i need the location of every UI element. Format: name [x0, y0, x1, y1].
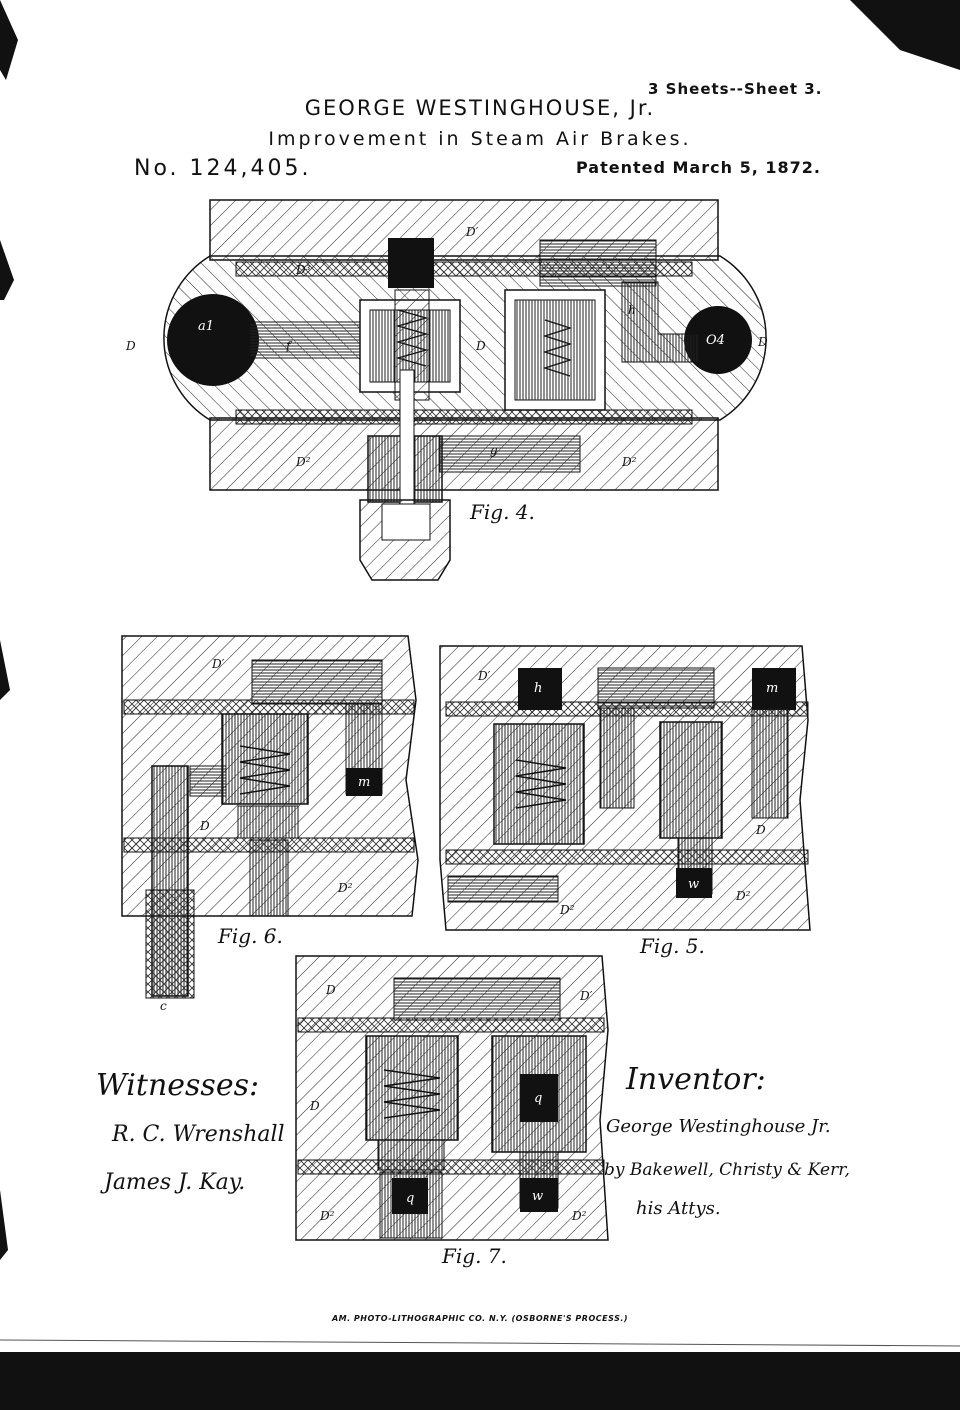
- svg-text:D: D: [757, 335, 768, 349]
- patent-date: Patented March 5, 1872.: [576, 158, 821, 177]
- figure-6-drawing: D′ D D² m c: [121, 635, 419, 1013]
- attorneys-title: his Attys.: [636, 1198, 721, 1219]
- svg-text:D: D: [755, 823, 766, 837]
- patent-title: Improvement in Steam Air Brakes.: [268, 128, 692, 150]
- figure-7-label: Fig. 7.: [442, 1244, 507, 1268]
- svg-text:a1: a1: [198, 319, 214, 334]
- svg-text:D: D: [475, 339, 486, 353]
- witnesses-heading: Witnesses:: [96, 1068, 260, 1103]
- svg-text:w: w: [532, 1189, 543, 1204]
- patent-number: No. 124,405.: [134, 156, 312, 181]
- sheet-number: 3 Sheets--Sheet 3.: [648, 80, 823, 98]
- figure-6-label: Fig. 6.: [218, 924, 283, 948]
- svg-text:f: f: [285, 339, 293, 353]
- svg-text:D²: D²: [621, 455, 637, 469]
- svg-text:w: w: [688, 877, 699, 892]
- svg-text:D³: D³: [295, 263, 311, 277]
- svg-text:q: q: [534, 1091, 542, 1106]
- inventor-heading: GEORGE WESTINGHOUSE, Jr.: [304, 96, 656, 120]
- figure-7-drawing: D D′ D D² D² q q w: [295, 955, 609, 1241]
- svg-text:D: D: [325, 983, 336, 997]
- svg-text:h: h: [628, 303, 636, 317]
- svg-text:D′: D′: [211, 657, 225, 671]
- svg-text:D²: D²: [571, 1209, 587, 1223]
- lithographer-credit: AM. PHOTO-LITHOGRAPHIC CO. N.Y. (OSBORNE…: [331, 1314, 629, 1323]
- svg-text:q: q: [406, 1191, 414, 1206]
- svg-text:D: D: [199, 819, 210, 833]
- figure-4-drawing: D′ D D D f D³ D² D² g h a1 O4: [125, 199, 768, 581]
- svg-text:D: D: [309, 1099, 320, 1113]
- svg-text:g: g: [490, 443, 498, 457]
- inventor-signature: George Westinghouse Jr.: [606, 1116, 831, 1137]
- svg-text:D²: D²: [559, 903, 575, 917]
- inventor-block-heading: Inventor:: [626, 1062, 766, 1097]
- svg-text:D′: D′: [579, 989, 593, 1003]
- svg-text:D: D: [125, 339, 136, 353]
- svg-text:m: m: [358, 775, 370, 790]
- svg-text:D′: D′: [477, 669, 491, 683]
- attorneys-line: by Bakewell, Christy & Kerr,: [604, 1160, 850, 1180]
- figure-5-label: Fig. 5.: [640, 934, 705, 958]
- svg-text:D′: D′: [465, 225, 479, 239]
- svg-text:D²: D²: [337, 881, 353, 895]
- figure-5-drawing: D′ D D² D² h m w: [439, 645, 811, 931]
- svg-text:h: h: [534, 681, 542, 696]
- svg-text:D²: D²: [319, 1209, 335, 1223]
- witness-signature-2: James J. Kay.: [104, 1170, 246, 1195]
- svg-text:c: c: [160, 999, 167, 1013]
- witness-signature-1: R. C. Wrenshall: [112, 1122, 285, 1147]
- svg-text:D²: D²: [735, 889, 751, 903]
- svg-text:m: m: [766, 681, 778, 696]
- svg-text:D²: D²: [295, 455, 311, 469]
- svg-text:O4: O4: [706, 333, 725, 348]
- figure-4-label: Fig. 4.: [470, 500, 535, 524]
